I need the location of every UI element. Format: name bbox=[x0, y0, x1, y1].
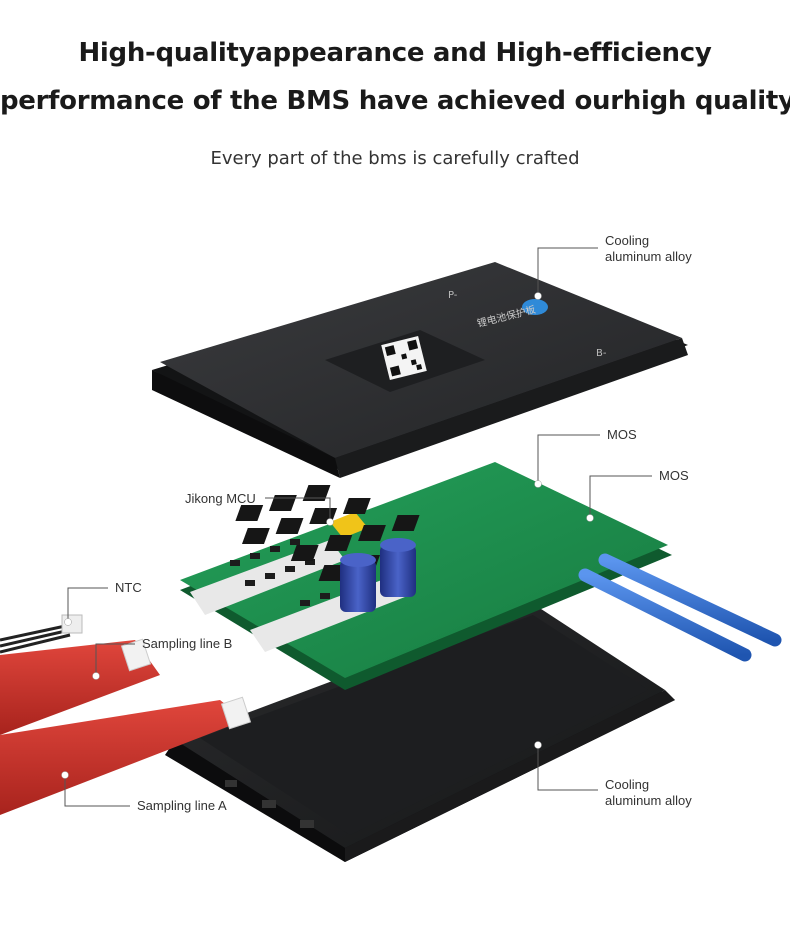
svg-text:Cooling: Cooling bbox=[605, 777, 649, 792]
blue-power-wires bbox=[578, 553, 782, 662]
sampling-line-a-cable bbox=[0, 696, 252, 815]
svg-text:Sampling line B: Sampling line B bbox=[142, 636, 232, 651]
callout-cooling-top: Cooling aluminum alloy bbox=[534, 233, 692, 300]
callout-sampling-a: Sampling line A bbox=[61, 771, 227, 813]
svg-text:MOS: MOS bbox=[659, 468, 689, 483]
svg-text:aluminum alloy: aluminum alloy bbox=[605, 249, 692, 264]
callout-mos-2: MOS bbox=[586, 468, 689, 522]
callout-ntc: NTC bbox=[64, 580, 142, 626]
callout-mcu: Jikong MCU bbox=[185, 491, 334, 526]
port-label-p: P- bbox=[448, 290, 458, 301]
bottom-cooling-tray bbox=[165, 605, 675, 862]
svg-text:NTC: NTC bbox=[115, 580, 142, 595]
svg-text:aluminum alloy: aluminum alloy bbox=[605, 793, 692, 808]
pcb-board bbox=[180, 462, 672, 690]
sampling-line-b-cable bbox=[0, 638, 160, 735]
tray-port-slot bbox=[225, 780, 237, 787]
brand-logo-icon bbox=[522, 299, 548, 315]
svg-text:Sampling line A: Sampling line A bbox=[137, 798, 227, 813]
svg-text:Jikong MCU: Jikong MCU bbox=[185, 491, 256, 506]
callout-sampling-b: Sampling line B bbox=[92, 636, 232, 680]
svg-text:Cooling: Cooling bbox=[605, 233, 649, 248]
page-subtitle: Every part of the bms is carefully craft… bbox=[210, 148, 580, 169]
jikong-mcu-chip bbox=[330, 512, 368, 538]
port-label-b: B- bbox=[596, 348, 607, 359]
tray-port-slot bbox=[300, 820, 314, 828]
top-cooling-cover: 锂电池保护板 P- B- bbox=[152, 262, 688, 478]
page-title-line-1: High-qualityappearance and High-efficien… bbox=[78, 38, 712, 68]
tray-port-slot bbox=[262, 800, 276, 808]
callout-cooling-bottom: Cooling aluminum alloy bbox=[534, 741, 692, 808]
ntc-cable bbox=[0, 614, 83, 654]
callout-mos-1: MOS bbox=[534, 427, 637, 488]
svg-text:MOS: MOS bbox=[607, 427, 637, 442]
page-title-line-2: performance of the BMS have achieved our… bbox=[0, 86, 790, 116]
capacitors bbox=[340, 538, 416, 612]
